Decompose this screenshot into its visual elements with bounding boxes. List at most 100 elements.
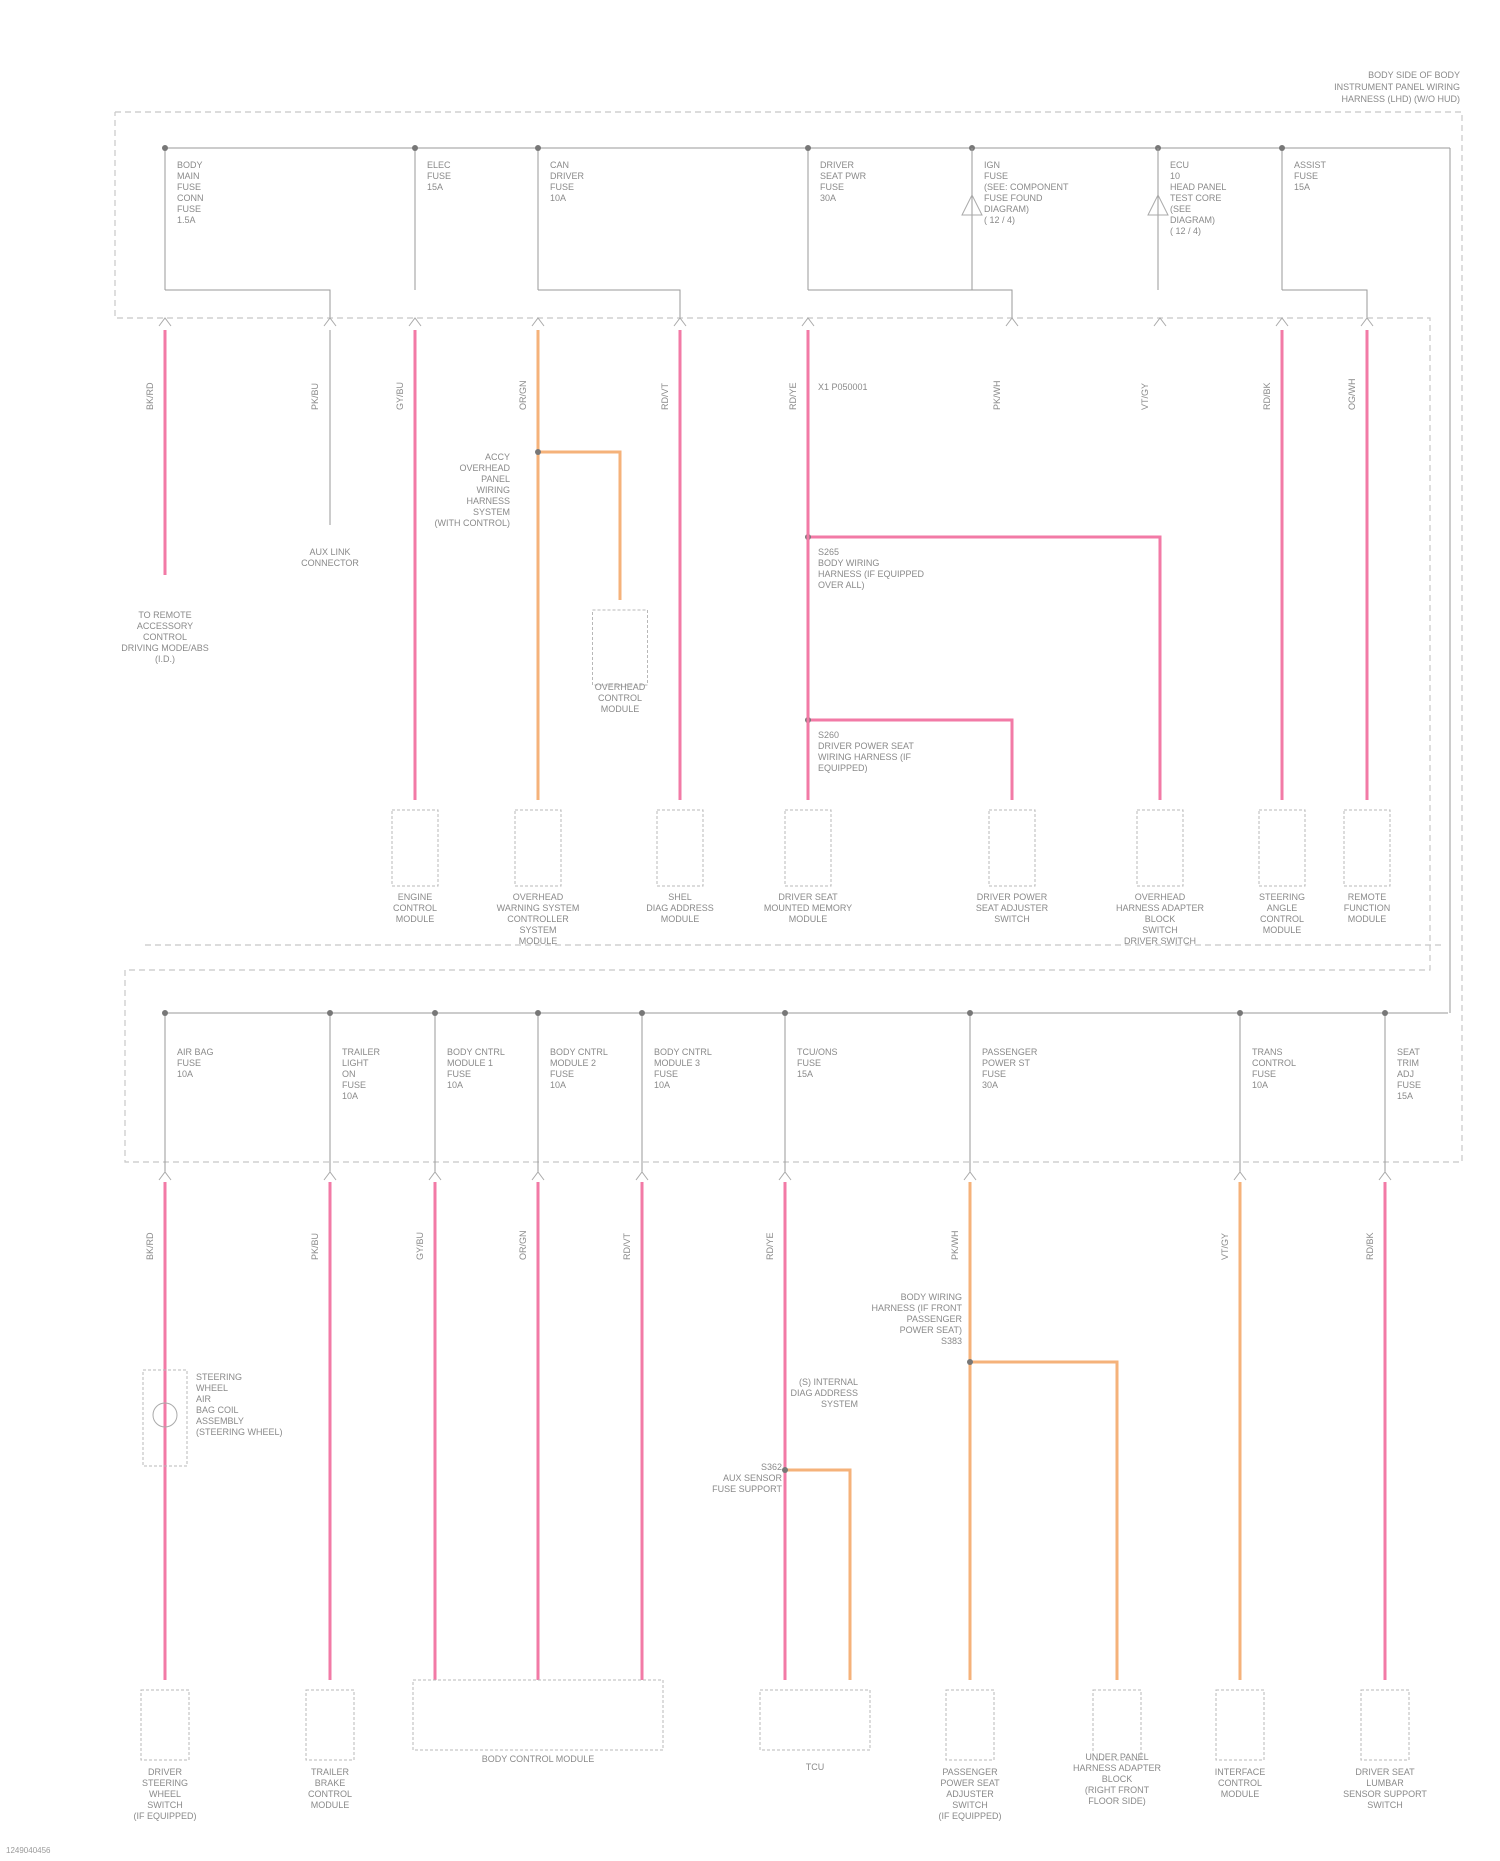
fuse-label: 10 (1170, 171, 1180, 181)
component-label: SWITCH (147, 1800, 183, 1810)
fuse-label: LIGHT (342, 1058, 369, 1068)
component-label: CONTROL (598, 693, 642, 703)
component-label: BRAKE (315, 1778, 346, 1788)
fuse-label: (SEE: COMPONENT (984, 182, 1069, 192)
inline-label: AIR (196, 1394, 212, 1404)
connector-pin (636, 1172, 648, 1180)
component-label: FLOOR SIDE) (1088, 1796, 1146, 1806)
splice-label: S260 (818, 730, 839, 740)
header-line-3: HARNESS (LHD) (W/O HUD) (1342, 94, 1461, 104)
component-label: BLOCK (1145, 914, 1176, 924)
splice-label: DRIVER POWER SEAT (818, 741, 914, 751)
component-label: MODULE (519, 936, 558, 946)
bottom-fuse-column: SEATTRIMADJFUSE15ARD/BKDRIVER SEATLUMBAR… (1343, 1010, 1427, 1810)
fuse-label: 10A (550, 193, 566, 203)
splice-dot (327, 1010, 333, 1016)
bottom-fuse-column: TRAILERLIGHTONFUSE10APK/BUTRAILERBRAKECO… (306, 1010, 381, 1810)
component-label: AUX LINK (309, 547, 350, 557)
fuse-label: (SEE (1170, 204, 1191, 214)
fuse-label: 10A (1252, 1080, 1268, 1090)
connector-pin (802, 318, 814, 326)
component-label: DRIVER POWER (977, 892, 1048, 902)
fuse-label: FUSE (550, 182, 574, 192)
component-box (1259, 810, 1305, 886)
component-label: ACCESSORY (137, 621, 193, 631)
fuse-label: ADJ (1397, 1069, 1414, 1079)
splice-dot (967, 1010, 973, 1016)
component-box (657, 810, 703, 886)
splice-dot (1382, 1010, 1388, 1016)
connector-pin (324, 318, 336, 326)
inline-label: ASSEMBLY (196, 1416, 244, 1426)
inline-label: OVERHEAD (459, 463, 510, 473)
splice-label: BODY WIRING (818, 558, 879, 568)
component-label: ADJUSTER (946, 1789, 994, 1799)
fuse-label: TEST CORE (1170, 193, 1221, 203)
component-label: SWITCH (952, 1800, 988, 1810)
component-label: SWITCH (1142, 925, 1178, 935)
wire-code: BK/RD (145, 382, 155, 410)
splice-label: BODY WIRING (901, 1292, 962, 1302)
fuse-block-outline (115, 112, 1462, 1162)
component-label: (RIGHT FRONT (1085, 1785, 1150, 1795)
splice-dot (412, 145, 418, 151)
splice-label: POWER SEAT) (900, 1325, 962, 1335)
inline-label: SYSTEM (473, 507, 510, 517)
wire-code: PK/BU (310, 383, 320, 410)
shared-component-label: BODY CONTROL MODULE (482, 1754, 595, 1764)
component-label: MODULE (396, 914, 435, 924)
fuse-label: 10A (654, 1080, 670, 1090)
splice-label: FUSE SUPPORT (712, 1484, 782, 1494)
wire-code: RD/BK (1262, 382, 1272, 410)
header-line-1: BODY SIDE OF BODY (1368, 70, 1460, 80)
fuse-label: MODULE 2 (550, 1058, 596, 1068)
splice-label: HARNESS (IF FRONT (871, 1303, 962, 1313)
inline-label: SYSTEM (821, 1399, 858, 1409)
fuse-label: MODULE 1 (447, 1058, 493, 1068)
fuse-label: ECU (1170, 160, 1189, 170)
wire-code: VT/GY (1220, 1233, 1230, 1260)
connector-pin (1006, 318, 1018, 326)
connector-pin (1361, 318, 1373, 326)
fuse-label: CONTROL (1252, 1058, 1296, 1068)
splice-dot (805, 145, 811, 151)
fuse-label: MODULE 3 (654, 1058, 700, 1068)
fuse-label: SEAT PWR (820, 171, 867, 181)
bottom-fuse-column: PASSENGERPOWER STFUSE30APK/WHPASSENGERPO… (938, 1010, 1161, 1821)
connector-pin (1234, 1172, 1246, 1180)
branch-link (1282, 290, 1367, 318)
connector-pin (532, 318, 544, 326)
connector-pin (429, 1172, 441, 1180)
splice-dot (1279, 145, 1285, 151)
fuse-label: HEAD PANEL (1170, 182, 1226, 192)
top-fuse-column: ASSISTFUSE15ARD/BKSTEERINGANGLECONTROLMO… (1259, 145, 1390, 935)
wire-orange (970, 1362, 1117, 1680)
splice-dot (535, 145, 541, 151)
fuse-label: BODY CNTRL (654, 1047, 712, 1057)
component-label: ANGLE (1267, 903, 1298, 913)
component-label: ENGINE (398, 892, 433, 902)
fuse-label: FUSE (654, 1069, 678, 1079)
component-box (1344, 810, 1390, 886)
component-label: HARNESS ADAPTER (1073, 1763, 1162, 1773)
bottom-fuse-section: AIR BAGFUSE10ABK/RDDRIVERSTEERINGWHEELSW… (133, 1010, 1427, 1821)
fuse-label: AIR BAG (177, 1047, 214, 1057)
wire-code: OG/WH (1347, 379, 1357, 411)
fuse-label: FUSE (447, 1069, 471, 1079)
fuse-label: 15A (1397, 1091, 1413, 1101)
component-label: TO REMOTE (138, 610, 191, 620)
component-label: SHEL (668, 892, 692, 902)
splice-label: S362 (761, 1462, 782, 1472)
inline-label: BAG COIL (196, 1405, 239, 1415)
splice-dot (432, 1010, 438, 1016)
component-label: MODULE (661, 914, 700, 924)
component-box (515, 810, 561, 886)
component-label: LUMBAR (1366, 1778, 1404, 1788)
inline-label: (WITH CONTROL) (435, 518, 511, 528)
component-label: MODULE (789, 914, 828, 924)
fuse-label: FUSE (177, 182, 201, 192)
